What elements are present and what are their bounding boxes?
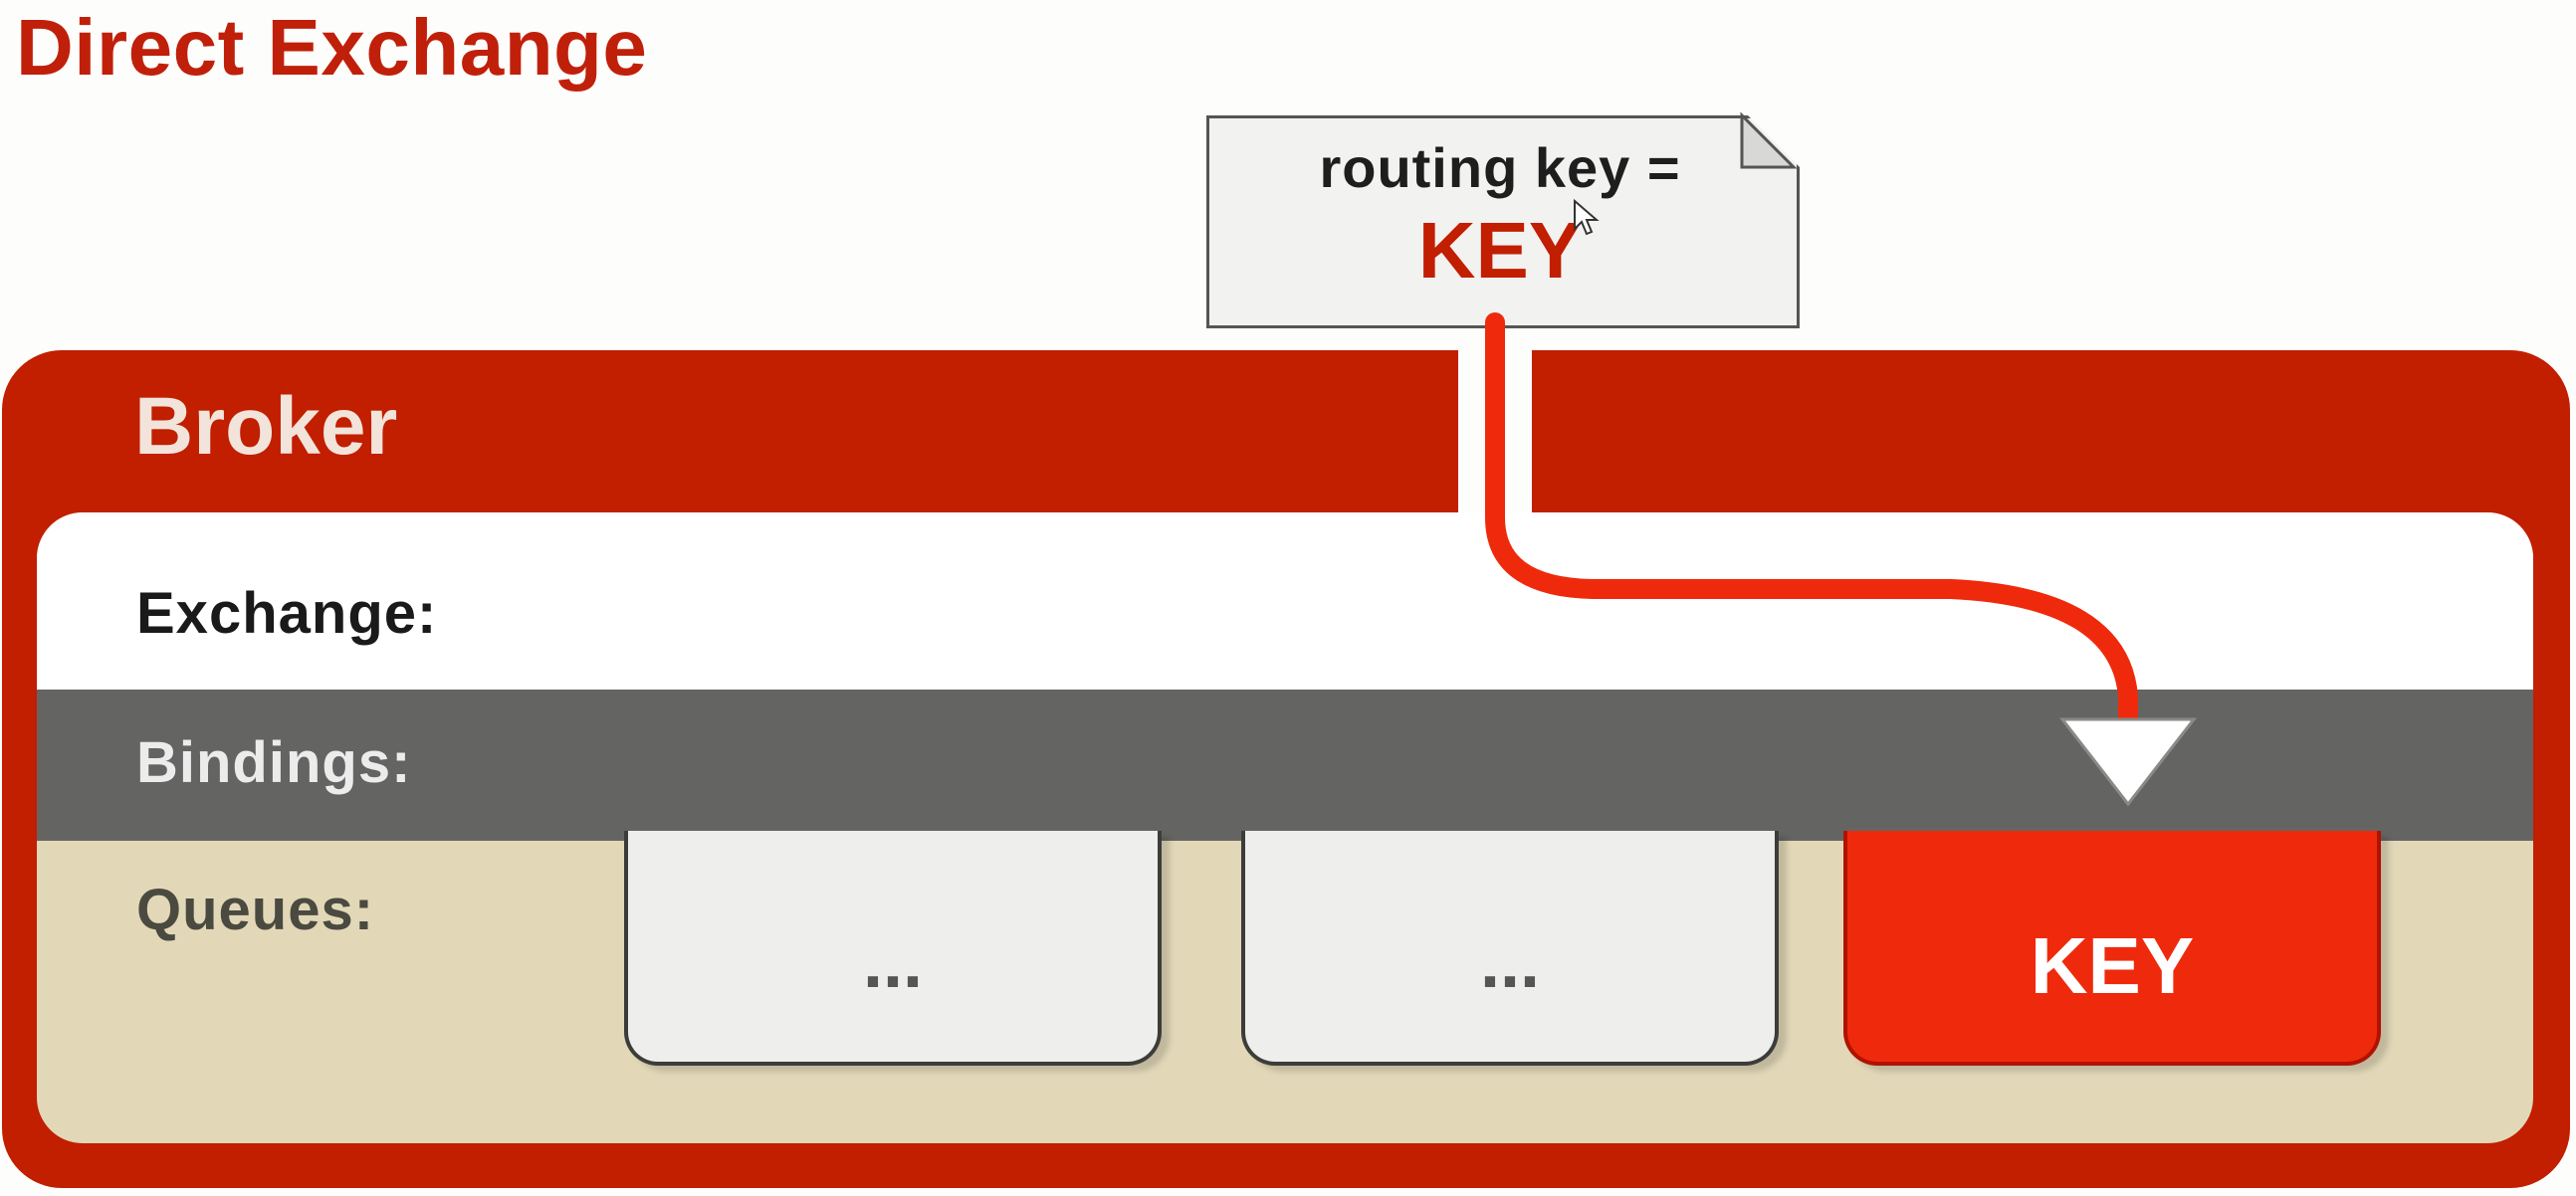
routing-key-text: routing key = [1319, 136, 1681, 199]
message-card [1206, 115, 1800, 328]
message-card-fold [1740, 111, 1798, 169]
queue-1-label: ... [862, 923, 923, 1003]
queue-2-label: ... [1479, 923, 1540, 1003]
binding-arrow-icon [2058, 717, 2198, 807]
diagram-title: Direct Exchange [16, 3, 648, 92]
routing-path [1485, 312, 2138, 732]
bindings-label: Bindings: [136, 730, 412, 795]
queues-label: Queues: [136, 878, 375, 942]
queue-key: KEY [1843, 831, 2381, 1066]
queue-key-label: KEY [2030, 921, 2195, 1010]
queue-1: ... [624, 831, 1162, 1066]
exchange-label: Exchange: [136, 581, 438, 646]
mouse-cursor-icon [1574, 199, 1600, 236]
broker-label: Broker [134, 381, 398, 472]
broker-inner-panel: Exchange: Bindings: Queues: ... ... KEY [37, 512, 2533, 1143]
routing-key-value: KEY [1417, 206, 1583, 295]
queue-2: ... [1241, 831, 1779, 1066]
